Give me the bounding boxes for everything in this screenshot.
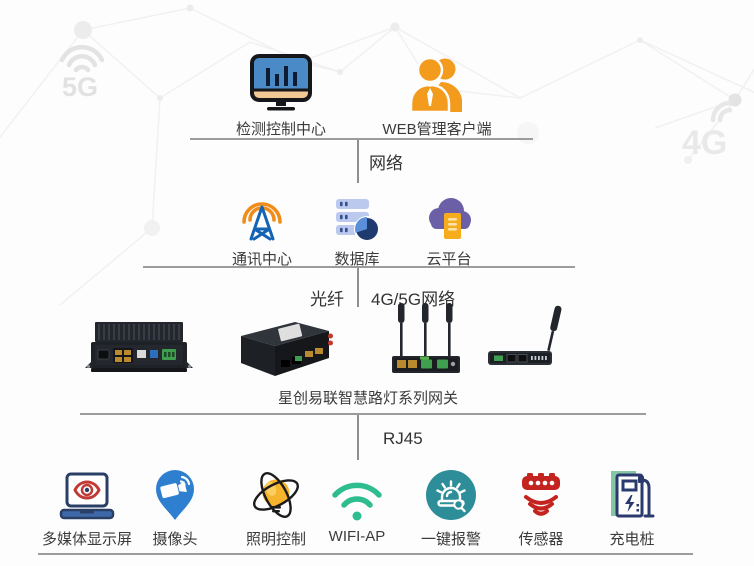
node-detection-control-center: 检测控制中心 [196,54,366,139]
sensor-icon [514,468,568,522]
node-web-admin-client: WEB管理客户端 [352,56,522,139]
node-label: 一键报警 [420,531,481,548]
node-one-key-alarm: 一键报警 [391,468,511,549]
node-label: 数据库 [334,251,380,268]
rj45-label: RJ45 [383,429,423,448]
node-wifi-ap: WIFI-AP [297,468,417,545]
camera-pin-icon [152,468,198,522]
multimedia-display-icon [58,468,116,522]
node-label: 照明控制 [245,531,306,548]
watermark-5g-text: 5G [62,72,98,100]
gateway-device-single-antenna-photo [488,305,562,365]
gateway-device-industrial-photo [85,322,193,372]
node-label: 多媒体显示屏 [41,531,132,548]
node-charging-pile: 充电桩 [572,468,692,549]
node-database: 数据库 [297,194,417,269]
gateway-series-caption: 星创易联智慧路灯系列网关 [277,390,458,407]
node-cloud-platform: 云平台 [389,194,509,269]
watermark-5g-icon: 5G [59,44,105,100]
gateway-device-box-photo [241,322,333,376]
fiber-label: 光纤 [310,290,344,309]
bus-line-management [190,138,533,140]
node-label: 摄像头 [152,531,198,548]
cloud-platform-icon [424,194,474,242]
node-label: 充电桩 [609,531,655,548]
uplink-link-line [357,268,359,307]
node-label: 云平台 [426,251,472,268]
bus-line-terminals [38,553,693,555]
rj45-link-line [357,415,359,460]
node-label: 通讯中心 [231,251,292,268]
lighting-control-icon [249,468,303,522]
monitor-chart-icon [249,54,313,112]
node-lighting-control: 照明控制 [216,468,336,549]
network-link-line [357,140,359,183]
watermark-4g-text: 4G [682,124,727,160]
node-label: 传感器 [518,531,564,548]
node-label: WIFI-AP [328,528,386,545]
signal-tower-icon [237,194,287,242]
node-sensor: 传感器 [481,468,601,549]
node-label: WEB管理客户端 [382,121,492,138]
wifi-ap-icon [330,468,384,522]
node-label: 检测控制中心 [235,121,326,138]
bus-line-gateway [80,413,646,415]
bus-line-platform [143,266,575,268]
one-key-alarm-icon [424,468,478,522]
node-camera: 摄像头 [115,468,235,549]
web-admin-user-icon [408,56,466,112]
database-icon [334,194,380,242]
network-label: 网络 [369,154,403,173]
charging-pile-icon [605,468,659,522]
gateway-device-three-antenna-photo [392,303,460,373]
node-multimedia-display: 多媒体显示屏 [27,468,147,549]
cellular-label: 4G/5G网络 [371,290,456,309]
node-communication-center: 通讯中心 [202,194,322,269]
watermark-4g-icon: 4G [682,100,733,160]
